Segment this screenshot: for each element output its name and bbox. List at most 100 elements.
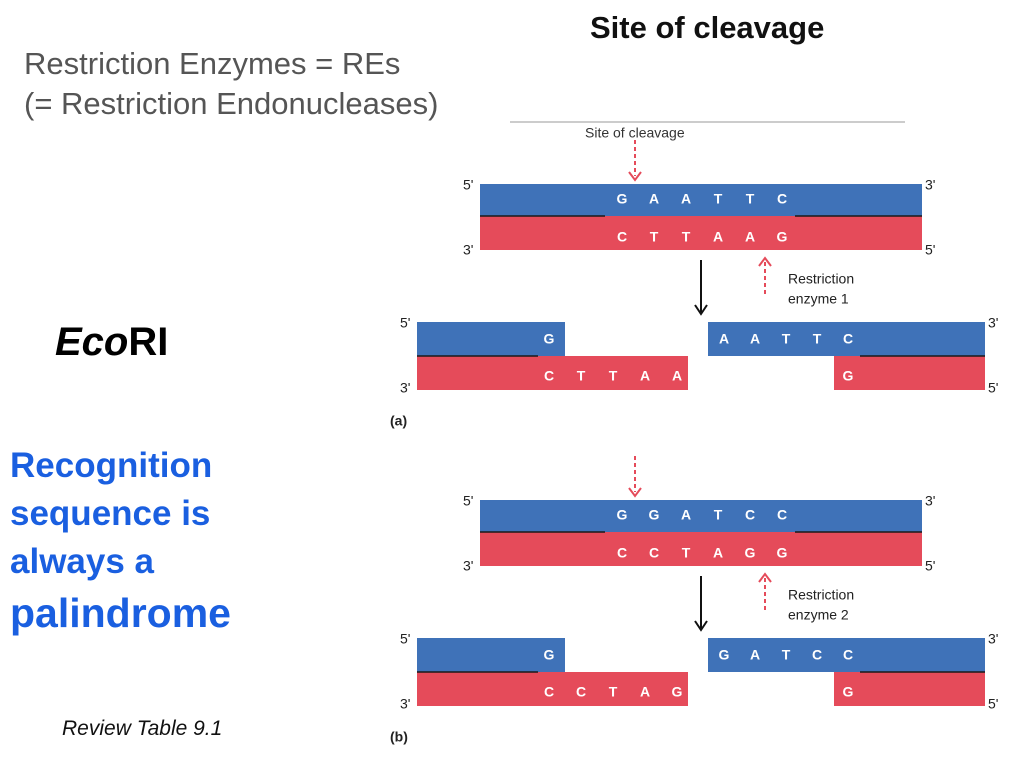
panel-b-top-base-1: G (649, 507, 660, 523)
panel-b-left-bottom-base-0: C (544, 684, 554, 700)
panel-a-left-bottom-base-1: T (577, 368, 586, 384)
panel-a-bottom-base-4: A (745, 229, 755, 245)
panel-b-enzyme-label-2: enzyme 2 (788, 607, 849, 623)
panel-a-cleavage-arrow-top-head (628, 171, 642, 182)
panel-b-bottom-base-4: G (745, 545, 756, 561)
panel-a-right-top-base-2: T (782, 331, 791, 347)
panel-a-end-3-bottom: 3' (463, 242, 473, 258)
panel-a-left-fragment-bottom (417, 356, 688, 390)
panel-b-right-end-5: 5' (988, 696, 998, 712)
panel-b-left-bottom-base-3: A (640, 684, 650, 700)
review-table-reference: Review Table 9.1 (62, 717, 223, 740)
panel-a-left-end-5: 5' (400, 315, 410, 331)
panel-a-right-fragment-bottom (834, 356, 985, 390)
panel-b-right-bottom-base-0: G (843, 684, 854, 700)
panel-b-digest-arrow-head (694, 620, 708, 632)
panel-a-right-top-base-3: T (813, 331, 822, 347)
panel-a-top-strand (480, 184, 922, 216)
panel-a-left-bottom-base-3: A (640, 368, 650, 384)
panel-a-top-base-5: C (777, 191, 787, 207)
enzyme-name: EcoRI (55, 320, 168, 365)
panel-a-enzyme-label-1: Restriction (788, 271, 854, 287)
panel-a-end-5-bottom: 5' (925, 242, 935, 258)
panel-b-panel-label: (b) (390, 729, 408, 745)
enzyme-name-suffix: RI (128, 320, 169, 364)
palindrome-note-line-4: palindrome (10, 590, 231, 636)
panel-a-digest-arrow-head (694, 304, 708, 316)
panel-b-left-top-base-0: G (544, 647, 555, 663)
panel-b-end-5-bottom: 5' (925, 558, 935, 574)
panel-a-bottom-base-3: A (713, 229, 723, 245)
panel-b-left-bottom-base-2: T (609, 684, 618, 700)
panel-a-bottom-base-5: G (777, 229, 788, 245)
panel-b-bottom-base-3: A (713, 545, 723, 561)
panel-b-end-3-top: 3' (925, 493, 935, 509)
panel-b-top-base-0: G (617, 507, 628, 523)
panel-a-left-fragment-top (417, 322, 565, 356)
panel-b-bottom-base-2: T (682, 545, 691, 561)
panel-a-top-base-3: T (714, 191, 723, 207)
panel-b-right-fragment-bottom (834, 672, 985, 706)
panel-a-enzyme-label-2: enzyme 1 (788, 291, 849, 307)
palindrome-note-line-2: sequence is (10, 494, 211, 533)
panel-a-bottom-base-1: T (650, 229, 659, 245)
palindrome-note-line-3: always a (10, 542, 154, 581)
panel-b-right-top-base-4: C (843, 647, 853, 663)
panel-a-right-bottom-base-0: G (843, 368, 854, 384)
panel-b-cleavage-arrow-bottom-head (758, 572, 772, 583)
panel-a-top-base-1: A (649, 191, 659, 207)
panel-a-right-end-3: 3' (988, 315, 998, 331)
panel-b-right-top-base-3: C (812, 647, 822, 663)
panel-b-left-fragment-top (417, 638, 565, 672)
panel-b-left-bottom-base-4: G (672, 684, 683, 700)
panel-a-end-3-top: 3' (925, 177, 935, 193)
panel-a-right-top-base-4: C (843, 331, 853, 347)
panel-b-left-bottom-base-1: C (576, 684, 586, 700)
panel-a-right-end-5: 5' (988, 380, 998, 396)
panel-b-end-3-bottom: 3' (463, 558, 473, 574)
panel-b-bottom-base-1: C (649, 545, 659, 561)
panel-a-right-top-base-0: A (719, 331, 729, 347)
panel-b-enzyme-label-1: Restriction (788, 587, 854, 603)
panel-b-bottom-strand (480, 532, 922, 566)
slide-title-line-2: (= Restriction Endonucleases) (24, 86, 439, 121)
panel-a-top-base-4: T (746, 191, 755, 207)
palindrome-note-line-1: Recognition (10, 446, 213, 485)
slide-title-line-1: Restriction Enzymes = REs (24, 46, 401, 81)
panel-b-left-end-3: 3' (400, 696, 410, 712)
panel-a-bottom-base-0: C (617, 229, 627, 245)
panel-a-right-top-base-1: A (750, 331, 760, 347)
panel-b-left-fragment-bottom (417, 672, 688, 706)
panel-a-bottom-strand (480, 216, 922, 250)
panel-b-right-fragment-top (708, 638, 985, 672)
panel-a-cleavage-arrow-bottom-head (758, 256, 772, 267)
panel-a-left-bottom-base-4: A (672, 368, 682, 384)
panel-b-cleavage-arrow-top-head (628, 487, 642, 498)
panel-a-top-base-2: A (681, 191, 691, 207)
panel-b-right-top-base-2: T (782, 647, 791, 663)
panel-a-left-end-3: 3' (400, 380, 410, 396)
panel-a-left-top-base-0: G (544, 331, 555, 347)
panel-a-left-bottom-base-0: C (544, 368, 554, 384)
panel-a-top-base-0: G (617, 191, 628, 207)
panel-a-panel-label: (a) (390, 413, 407, 429)
panel-a-bottom-base-2: T (682, 229, 691, 245)
panel-b-top-base-3: T (714, 507, 723, 523)
site-of-cleavage-heading: Site of cleavage (590, 10, 825, 45)
panel-b-bottom-base-5: G (777, 545, 788, 561)
panel-b-top-base-5: C (777, 507, 787, 523)
enzyme-name-italic: Eco (55, 320, 129, 364)
panel-a-right-fragment-top (708, 322, 985, 356)
panel-b-top-base-2: A (681, 507, 691, 523)
panel-a-left-bottom-base-2: T (609, 368, 618, 384)
panel-b-bottom-base-0: C (617, 545, 627, 561)
panel-b-end-5-top: 5' (463, 493, 473, 509)
panel-b-right-top-base-0: G (719, 647, 730, 663)
panel-b-top-base-4: C (745, 507, 755, 523)
panel-b-left-end-5: 5' (400, 631, 410, 647)
panel-b-right-top-base-1: A (750, 647, 760, 663)
site-of-cleavage-label: Site of cleavage (585, 125, 685, 141)
panel-b-top-strand (480, 500, 922, 532)
panel-a-end-5-top: 5' (463, 177, 473, 193)
